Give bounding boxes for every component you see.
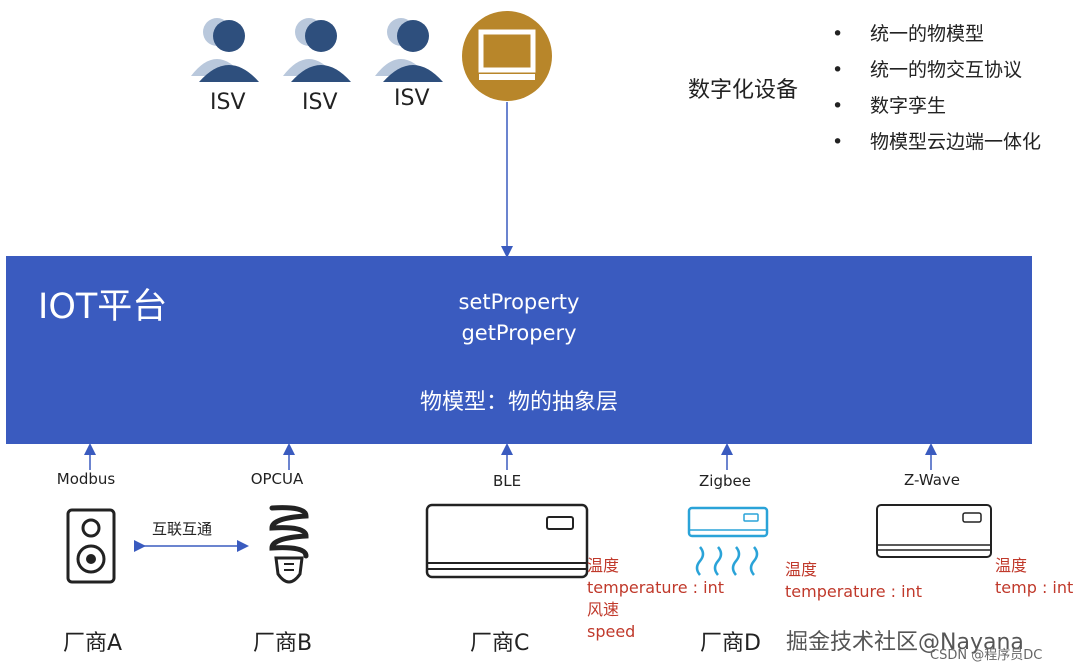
prop-type: speed	[587, 622, 636, 641]
bullet-item: 物模型云边端一体化	[832, 124, 1041, 160]
iot-platform-box	[6, 256, 1032, 444]
bullet-item: 统一的物交互协议	[832, 52, 1041, 88]
speaker-icon	[66, 508, 116, 584]
isv-label: ISV	[394, 86, 430, 111]
prop-type: temp : int	[995, 578, 1074, 597]
person-icon	[375, 18, 443, 82]
bullet-item: 数字孪生	[832, 88, 1041, 124]
protocol-modbus: Modbus	[56, 470, 116, 488]
isv-label: ISV	[210, 90, 246, 115]
person-icon	[191, 18, 259, 82]
watermark-text: 掘金技术社区@Nayana	[786, 630, 1024, 655]
protocol-opcua: OPCUA	[250, 470, 304, 488]
light-bulb-icon	[269, 505, 309, 584]
monitor-icon	[462, 11, 552, 101]
device-d-properties: 温度 temperature : int	[785, 559, 922, 603]
person-icon	[283, 18, 351, 82]
digital-device-title: 数字化设备	[688, 78, 799, 103]
method-get-property: getPropery	[461, 321, 577, 345]
protocol-zigbee: Zigbee	[699, 472, 751, 490]
prop-name: 风速	[587, 600, 620, 619]
protocol-ble: BLE	[492, 472, 522, 490]
device-c-properties: 温度 temperature : int 风速 speed	[587, 555, 724, 643]
vendor-d-label: 厂商D	[700, 631, 761, 656]
digital-bullet-list: 统一的物模型 统一的物交互协议 数字孪生 物模型云边端一体化	[832, 16, 1041, 160]
vendor-c-label: 厂商C	[470, 631, 530, 656]
method-set-property: setProperty	[458, 290, 580, 314]
isv-label: ISV	[302, 90, 338, 115]
platform-title: IOT平台	[38, 287, 168, 327]
prop-name: 温度	[785, 560, 818, 579]
interconnect-label: 互联互通	[152, 520, 213, 538]
ac-with-airflow-icon	[687, 506, 769, 576]
thing-model-label: 物模型：物的抽象层	[419, 390, 618, 415]
prop-type: temperature : int	[587, 578, 724, 597]
bullet-item: 统一的物模型	[832, 16, 1041, 52]
vendor-a-label: 厂商A	[63, 631, 123, 656]
prop-name: 温度	[995, 556, 1028, 575]
protocol-zwave: Z-Wave	[904, 471, 960, 489]
isv-people-icons	[191, 18, 443, 82]
prop-type: temperature : int	[785, 582, 922, 601]
device-e-properties: 温度 temp : int	[995, 555, 1073, 599]
csdn-watermark: CSDN @程序员DC	[930, 648, 1043, 663]
prop-name: 温度	[587, 556, 620, 575]
vendor-b-label: 厂商B	[253, 631, 313, 656]
air-conditioner-icon	[876, 504, 992, 558]
air-conditioner-icon	[425, 503, 589, 579]
